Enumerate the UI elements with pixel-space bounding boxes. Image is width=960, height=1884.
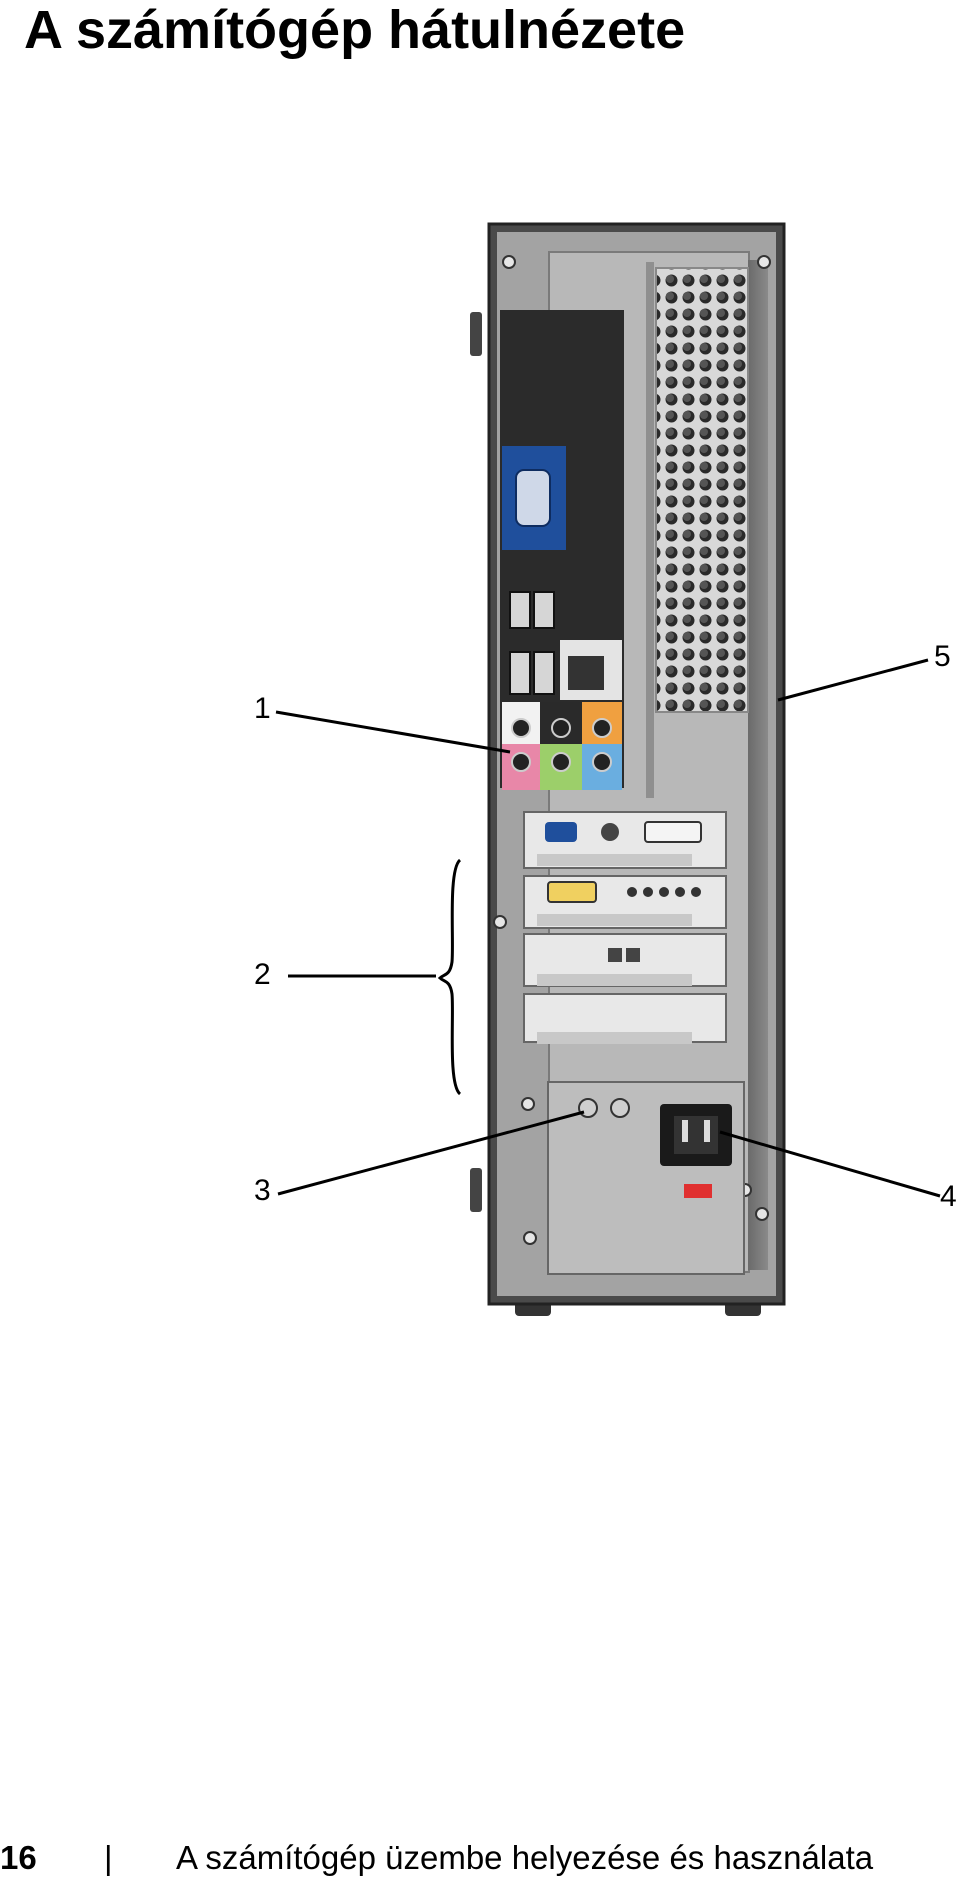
- io-panel: [500, 310, 624, 790]
- callout-3: 3: [254, 1174, 271, 1207]
- callout-lines: [275, 658, 941, 1198]
- page-number: 16: [0, 1839, 37, 1876]
- page-title: A számítógép hátulnézete: [24, 0, 686, 60]
- footer-separator: |: [104, 1839, 113, 1876]
- audio-jacks: [502, 702, 622, 790]
- expansion-slots: [523, 811, 727, 1044]
- callout-4: 4: [940, 1180, 957, 1213]
- power-button-icon: [578, 1098, 598, 1118]
- slots-brace: [437, 858, 462, 1096]
- voltage-switch-icon: [684, 1184, 712, 1198]
- page-footer: 16 | A számítógép üzembe helyezése és ha…: [0, 1838, 960, 1878]
- callout-5: 5: [934, 640, 951, 673]
- usb-ports-icon: [509, 591, 555, 695]
- vent-grille: [655, 267, 749, 713]
- callout-1: 1: [254, 692, 271, 725]
- power-supply: [547, 1081, 745, 1275]
- footer-chapter-title: A számítógép üzembe helyezése és használ…: [176, 1839, 874, 1876]
- callout-2: 2: [254, 958, 271, 991]
- computer-back-view-illustration: [275, 222, 941, 1316]
